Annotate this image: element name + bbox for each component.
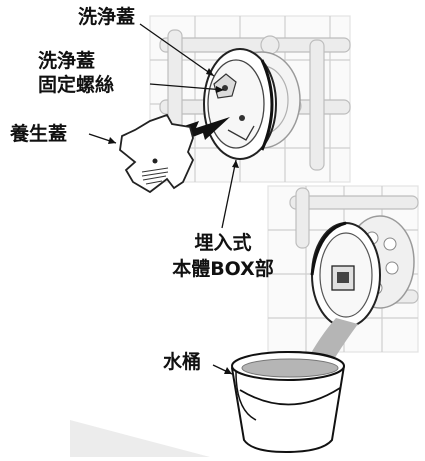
protective-cover <box>119 113 195 194</box>
leader-embedded-box <box>221 159 237 229</box>
label-lid-screws-line1: 洗浄蓋 <box>38 50 96 72</box>
label-protective-cover: 養生蓋 <box>10 123 68 145</box>
bucket <box>230 350 346 454</box>
opened-lid-lower <box>310 221 381 328</box>
label-bucket: 水桶 <box>163 351 202 373</box>
leader-lid-screws <box>149 83 225 91</box>
label-embedded-box-line2: 本體BOX部 <box>172 258 274 280</box>
label-embedded-box-line1: 埋入式 <box>194 232 252 254</box>
cleaning-lid-ring-upper <box>203 48 277 160</box>
label-cleaning-lid: 洗浄蓋 <box>78 6 136 28</box>
leader-cleaning-lid <box>139 23 215 77</box>
floor-shadow <box>70 420 210 457</box>
label-lid-screws-line2: 固定螺絲 <box>38 74 115 96</box>
upper-pipes <box>159 29 351 171</box>
leader-arrowheads <box>108 68 239 374</box>
